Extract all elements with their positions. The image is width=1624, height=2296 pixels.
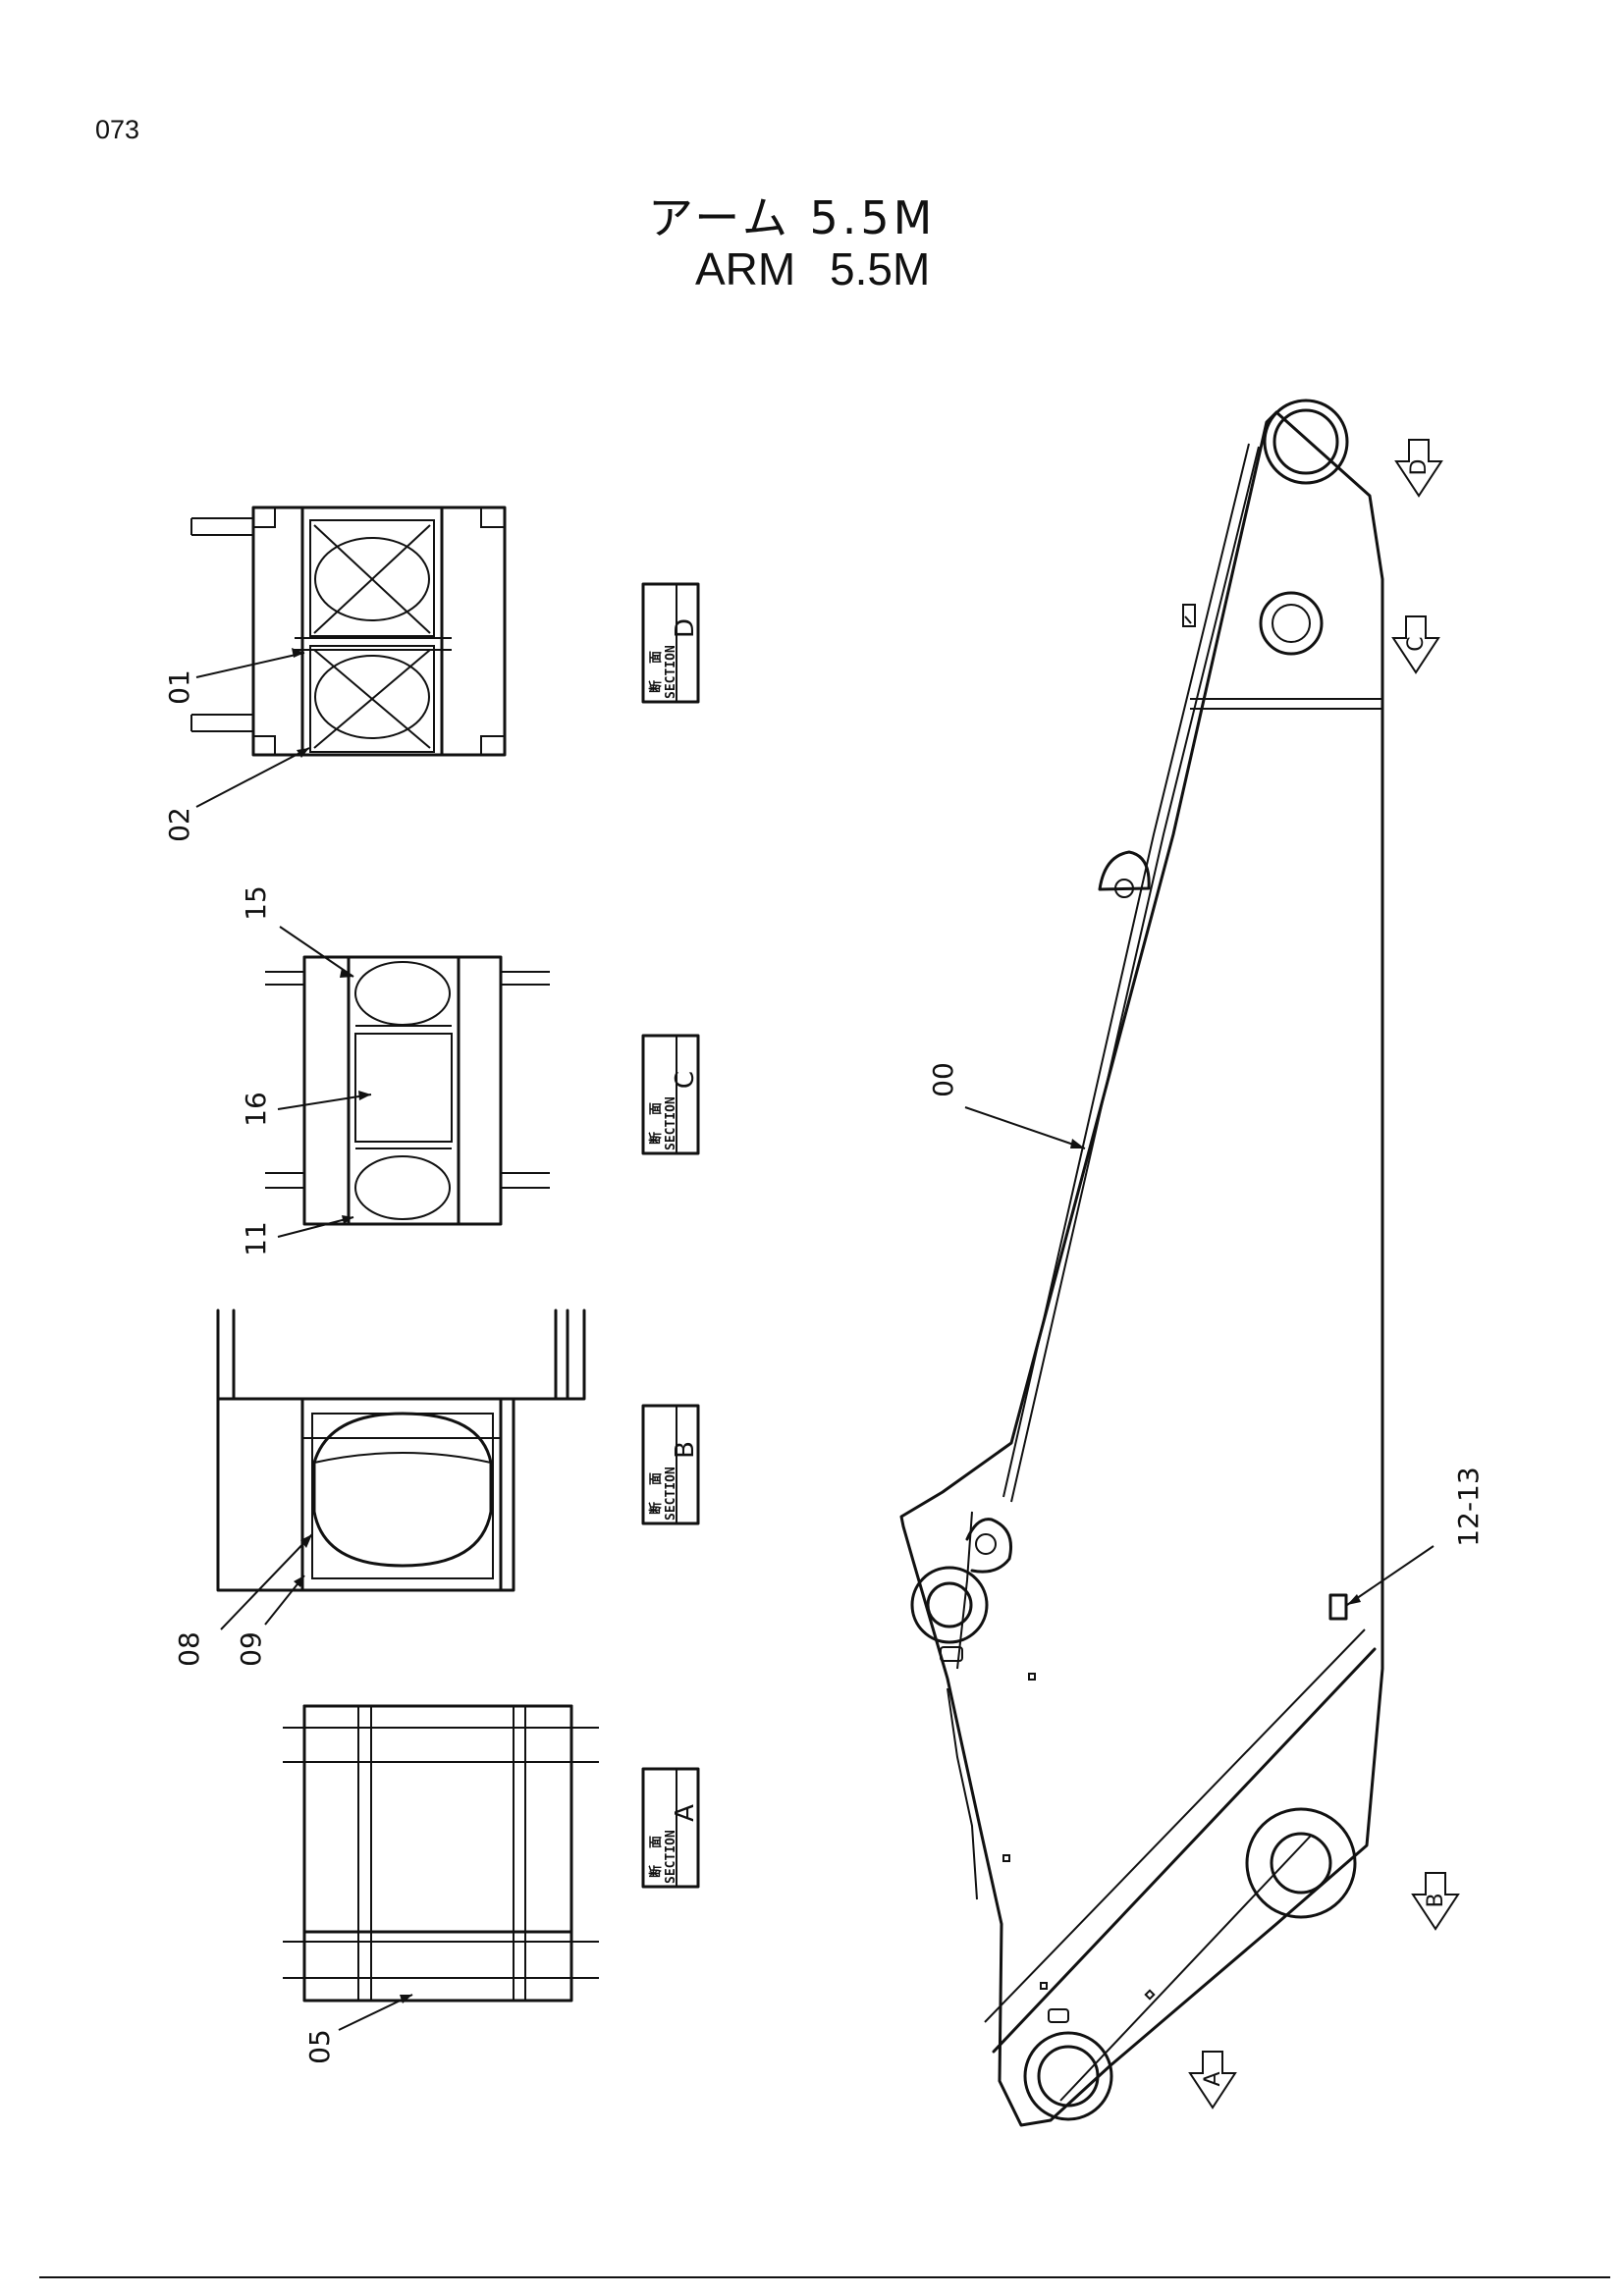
section-c-view bbox=[265, 955, 550, 1226]
section-a-view bbox=[283, 1704, 599, 2002]
svg-text:面: 面 bbox=[649, 1472, 664, 1485]
svg-text:面: 面 bbox=[649, 651, 664, 664]
label-11: 11 bbox=[240, 1221, 272, 1256]
view-arrow-b: B bbox=[1411, 1872, 1460, 1931]
label-05: 05 bbox=[303, 2029, 336, 2064]
svg-text:SECTION: SECTION bbox=[664, 645, 678, 699]
svg-text:C: C bbox=[671, 1071, 700, 1089]
view-arrow-a: A bbox=[1188, 2051, 1237, 2109]
label-01: 01 bbox=[163, 669, 195, 705]
svg-text:断: 断 bbox=[648, 1502, 664, 1515]
svg-text:断: 断 bbox=[648, 1132, 664, 1145]
svg-text:断: 断 bbox=[648, 1865, 664, 1878]
main-leaders bbox=[964, 1106, 1435, 1606]
page-number: 073 bbox=[95, 115, 140, 144]
view-arrow-d: D bbox=[1394, 439, 1443, 498]
section-b-view bbox=[216, 1308, 586, 1592]
section-box-c: 断 面 SECTION C bbox=[641, 1034, 700, 1155]
svg-text:SECTION: SECTION bbox=[664, 1096, 678, 1150]
label-12-13: 12-13 bbox=[1452, 1467, 1485, 1546]
svg-text:SECTION: SECTION bbox=[664, 1830, 678, 1884]
svg-text:C: C bbox=[1404, 636, 1429, 651]
label-00: 00 bbox=[927, 1062, 959, 1097]
svg-text:断: 断 bbox=[648, 680, 664, 693]
title-japanese: アーム 5.5M bbox=[648, 191, 937, 244]
svg-text:A: A bbox=[1201, 2071, 1225, 2086]
arm-side-view bbox=[899, 399, 1384, 2127]
label-15: 15 bbox=[240, 885, 272, 921]
section-box-a: 断 面 SECTION A bbox=[641, 1767, 700, 1889]
section-box-b: 断 面 SECTION B bbox=[641, 1404, 700, 1525]
svg-text:B: B bbox=[671, 1441, 700, 1459]
svg-text:SECTION: SECTION bbox=[664, 1467, 678, 1521]
section-d-view bbox=[190, 506, 507, 757]
label-16: 16 bbox=[240, 1092, 272, 1127]
svg-text:B: B bbox=[1424, 1893, 1448, 1907]
svg-text:面: 面 bbox=[649, 1102, 664, 1115]
view-arrow-c: C bbox=[1391, 615, 1440, 674]
svg-text:D: D bbox=[671, 618, 700, 638]
label-02: 02 bbox=[163, 807, 195, 842]
svg-text:A: A bbox=[671, 1804, 700, 1822]
label-09: 09 bbox=[235, 1631, 267, 1667]
svg-text:面: 面 bbox=[649, 1836, 664, 1848]
svg-text:D: D bbox=[1407, 459, 1432, 476]
title-english: ARM 5.5M bbox=[695, 243, 931, 294]
section-box-d: 断 面 SECTION D bbox=[641, 582, 700, 704]
label-08: 08 bbox=[173, 1631, 205, 1667]
